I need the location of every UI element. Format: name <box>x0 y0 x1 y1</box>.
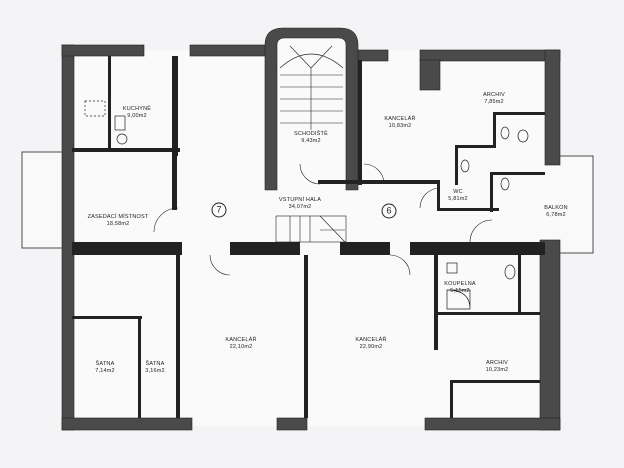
room-area: 5,81m2 <box>448 196 468 202</box>
room-name: KUCHYNĚ <box>122 106 152 112</box>
fixtures <box>84 100 529 310</box>
room-area: 22,10m2 <box>229 344 253 350</box>
room-name: ŠATNA <box>145 361 165 367</box>
room-area: 10,23m2 <box>485 367 509 373</box>
wall-bottom-c <box>424 417 561 431</box>
room-name: ARCHIV <box>483 92 505 98</box>
wall-top-right-a <box>357 49 389 62</box>
room-name: KOUPELNA <box>444 281 476 287</box>
room-name: VSTUPNÍ HALA <box>278 197 322 203</box>
wall-top-mid <box>189 44 271 57</box>
room-area: 6,78m2 <box>546 212 566 218</box>
room-area: 9,00m2 <box>127 113 147 119</box>
room-name: KANCELÁŘ <box>225 337 257 343</box>
room-name: ZASEDACÍ MÍSTNOST <box>87 214 149 220</box>
balcony-left <box>21 151 65 249</box>
room-area: 34,07m2 <box>288 204 312 210</box>
room-name: SCHODIŠTĚ <box>294 131 328 137</box>
wall-left <box>61 44 75 431</box>
outer-walls <box>61 27 561 431</box>
room-name: KANCELÁŘ <box>384 116 416 122</box>
wall-bottom-a <box>61 417 193 431</box>
room-area: 10,83m2 <box>388 123 412 129</box>
room-area: 22,90m2 <box>359 344 383 350</box>
doors <box>153 163 493 276</box>
wall-top-right-b <box>419 49 561 62</box>
room-name: KANCELÁŘ <box>355 337 387 343</box>
unit-marker-7: 7 <box>211 202 227 218</box>
wall-archiv <box>419 59 441 91</box>
room-name: BALKON <box>544 205 568 211</box>
wall-bottom-b <box>276 417 308 431</box>
room-name: WC <box>453 189 463 195</box>
room-name: ARCHIV <box>486 360 508 366</box>
room-area: 7,85m2 <box>484 99 504 105</box>
room-area: 7,14m2 <box>95 368 115 374</box>
wall-right-lower <box>539 239 561 431</box>
room-area: 5,15m2 <box>450 288 470 294</box>
room-area: 9,43m2 <box>301 138 321 144</box>
wall-right-upper <box>544 49 561 166</box>
room-area: 18,58m2 <box>106 221 130 227</box>
inner-walls <box>72 56 545 418</box>
stair-tower-walls <box>264 27 359 191</box>
room-name: ŠATNA <box>95 361 115 367</box>
stairs <box>275 45 347 243</box>
room-area: 3,16m2 <box>145 368 165 374</box>
wall-top-left <box>61 44 145 57</box>
unit-marker-6: 6 <box>381 203 397 219</box>
